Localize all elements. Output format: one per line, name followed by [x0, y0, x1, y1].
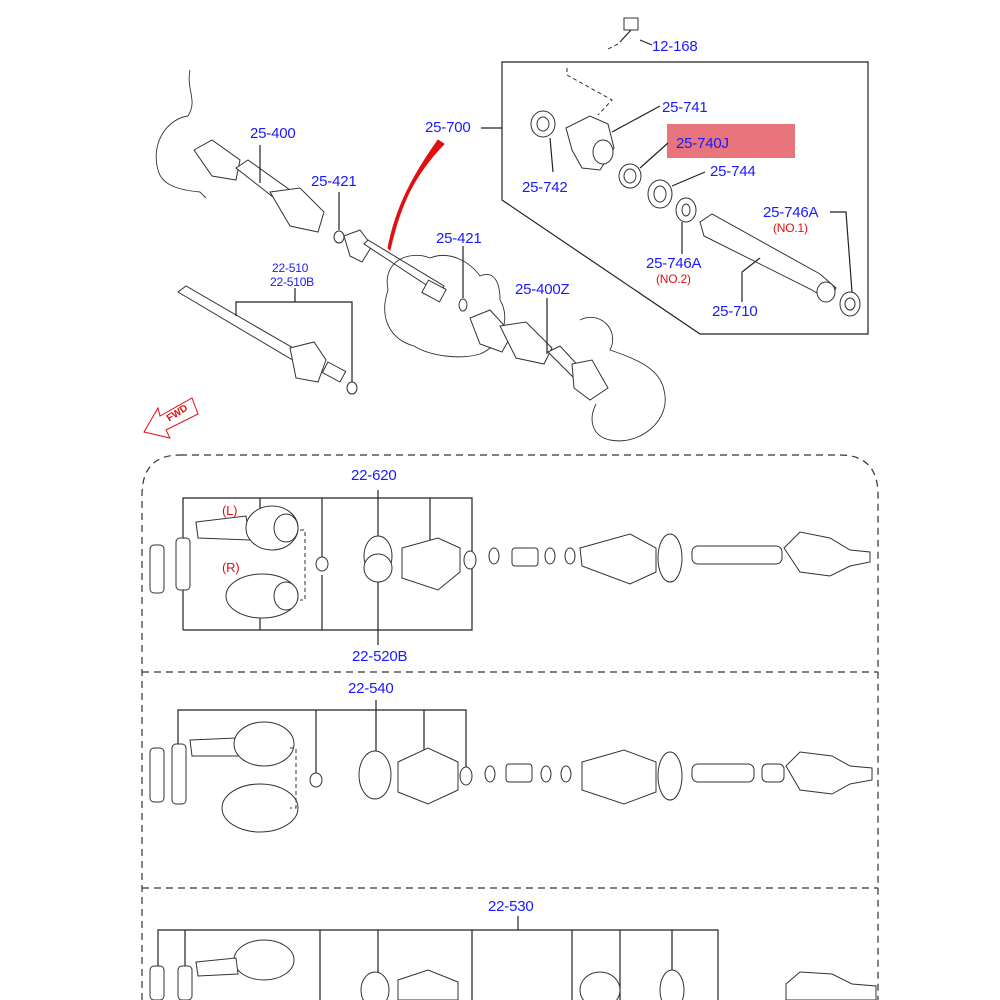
callout-25-746A-no2[interactable]: 25-746A: [646, 255, 702, 272]
knuckle-right: [579, 316, 666, 442]
callout-25-700[interactable]: 25-700: [425, 119, 471, 136]
callout-25-746A-no1[interactable]: 25-746A: [763, 204, 819, 221]
callout-25-400Z[interactable]: 25-400Z: [515, 281, 570, 298]
callout-22-540[interactable]: 22-540: [348, 680, 394, 697]
callout-22-620[interactable]: 22-620: [351, 467, 397, 484]
clip-25-421-left: [333, 230, 345, 244]
bearing-support-25-741: [565, 105, 661, 171]
highlight-25-740J[interactable]: [667, 124, 795, 158]
fwd-arrow: [143, 397, 199, 439]
callout-12-168[interactable]: 12-168: [652, 38, 698, 55]
callout-25-740J[interactable]: 25-740J: [676, 135, 729, 152]
driveshaft-25-400: [193, 139, 325, 233]
note-no1: (NO.1): [773, 221, 808, 235]
callout-22-530[interactable]: 22-530: [488, 898, 534, 915]
washer-25-746A-no2: [675, 197, 697, 254]
kit-row-3: [149, 916, 877, 1000]
shaft-25-710: [699, 213, 837, 303]
callout-25-400[interactable]: 25-400: [250, 125, 296, 142]
intermediate-shaft: [343, 229, 447, 303]
bolt-path: [566, 68, 613, 116]
kit-container: [141, 454, 879, 1000]
kit-row-1: [149, 490, 871, 645]
detail-box-25-700: [501, 61, 869, 335]
transaxle-sketch: [384, 254, 506, 358]
bearing-25-740J: [618, 142, 669, 189]
callout-22-510[interactable]: 22-510: [272, 261, 309, 275]
seal-25-742: [530, 110, 556, 173]
callout-25-741[interactable]: 25-741: [662, 99, 708, 116]
callout-25-421-right[interactable]: 25-421: [436, 230, 482, 247]
side-right-label: (R): [222, 560, 240, 575]
callout-22-520B[interactable]: 22-520B: [352, 648, 408, 665]
callout-22-510B[interactable]: 22-510B: [270, 275, 314, 289]
note-no2: (NO.2): [656, 272, 691, 286]
bolt-12-168: [605, 17, 653, 51]
kit-row-2: [149, 700, 873, 833]
side-left-label: (L): [222, 503, 238, 518]
knuckle-left: [155, 69, 207, 199]
callout-25-421-left[interactable]: 25-421: [311, 173, 357, 190]
shaft-22-510: [177, 285, 358, 395]
clip-25-421-right: [458, 298, 468, 312]
ring-25-744: [647, 171, 706, 209]
callout-25-744[interactable]: 25-744: [710, 163, 756, 180]
driveshaft-25-400Z: [469, 298, 609, 401]
callout-25-710[interactable]: 25-710: [712, 303, 758, 320]
callout-25-742[interactable]: 25-742: [522, 179, 568, 196]
washer-25-746A-no1: [830, 211, 861, 317]
red-arrow: [387, 139, 445, 251]
